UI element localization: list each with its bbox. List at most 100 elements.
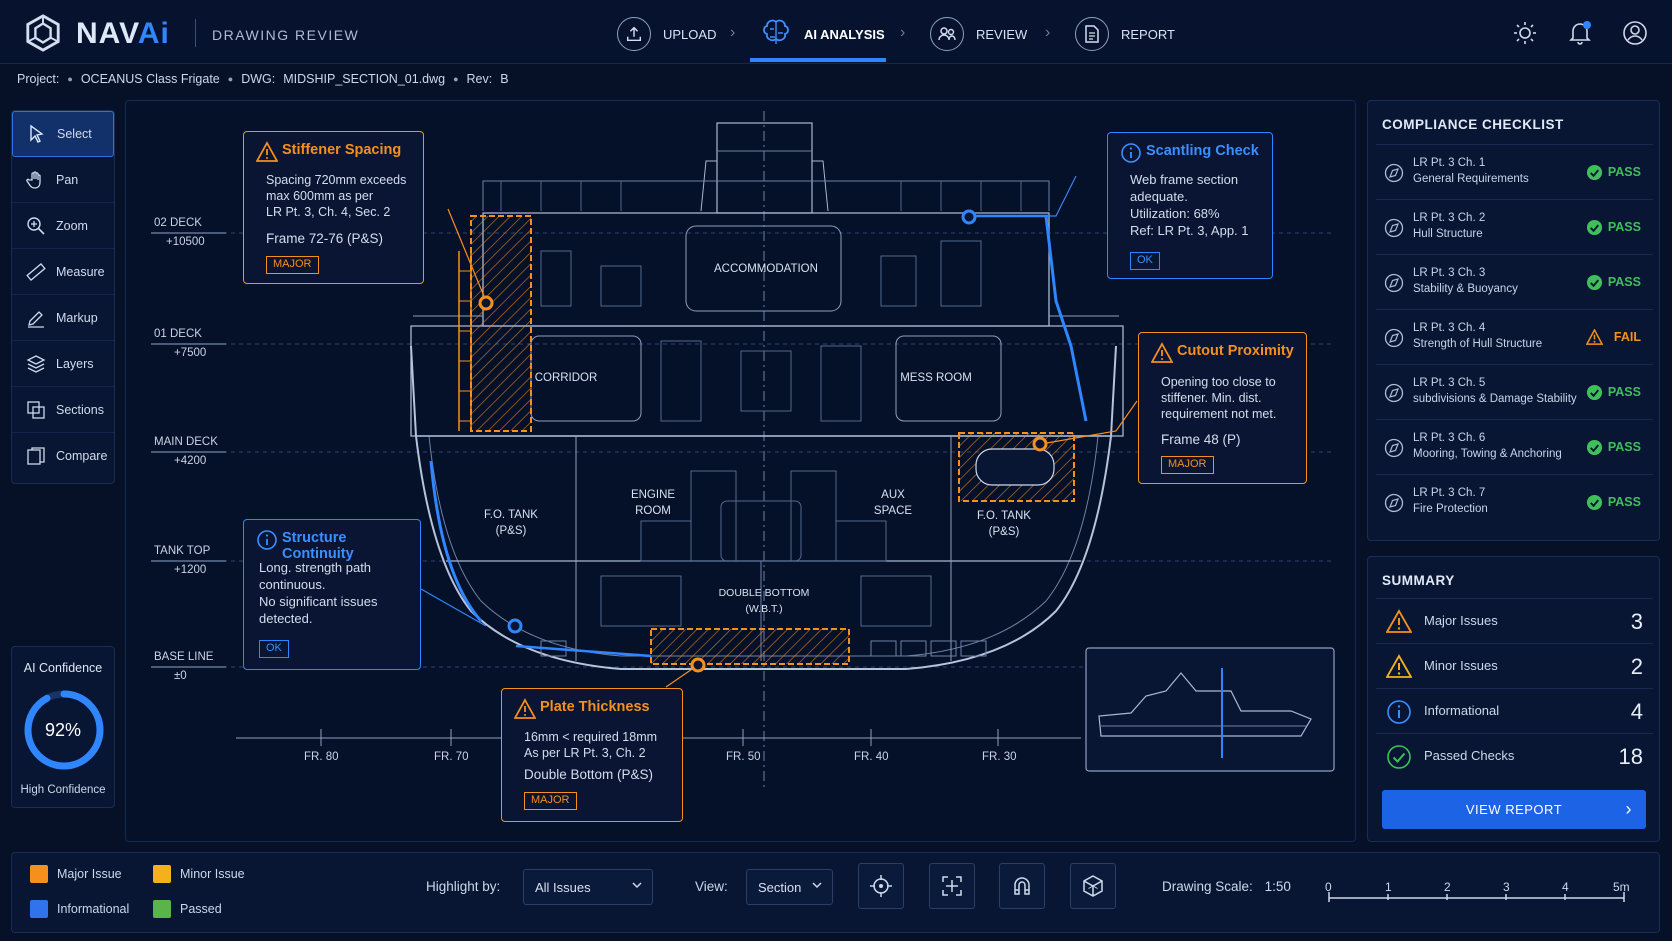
step-ai-analysis-label: AI ANALYSIS [804,26,885,42]
tool-pan[interactable]: Pan [12,157,114,203]
legend-label: Minor Issue [180,867,245,881]
checklist-item[interactable]: LR Pt. 3 Ch. 5 subdivisions & Damage Stab… [1376,364,1653,419]
tool-zoom[interactable]: Zoom [12,203,114,249]
status-badge: PASS [1607,440,1641,454]
frame-label: FR. 70 [434,751,469,763]
chevron-down-icon [812,882,822,889]
severity-badge: MAJOR [266,256,319,274]
tool-layers[interactable]: Layers [12,341,114,387]
scale-tick-label: 3 [1503,880,1510,894]
warning-orange-icon [1386,609,1412,633]
view-label: View: [695,879,728,894]
sun-icon[interactable] [1512,20,1538,46]
highlight-label: Highlight by: [426,879,501,894]
warning-icon [1586,329,1603,345]
scale-bar [1327,883,1627,903]
check-circle-icon [1586,494,1603,511]
space-accommodation: ACCOMMODATION [714,263,818,275]
tool-label: Compare [56,449,108,463]
status-badge: FAIL [1613,330,1641,344]
checklist-name: General Requirements [1413,173,1529,185]
step-report[interactable]: REPORT [1075,14,1175,54]
chevron-down-icon [632,882,642,889]
check-circle-icon [1586,164,1603,181]
legend-swatch [30,900,48,918]
pen-icon [28,310,44,328]
checklist-name: Strength of Hull Structure [1413,338,1543,350]
compass-icon [1384,438,1404,458]
space-corridor: CORRIDOR [534,372,598,384]
info-icon [1121,143,1141,163]
checklist-code: LR Pt. 3 Ch. 3 [1413,267,1486,279]
compass-icon [1384,493,1404,513]
checklist-code: LR Pt. 3 Ch. 1 [1413,157,1486,169]
tool-compare[interactable]: Compare [12,433,114,479]
space-fo-tank-port: F.O. TANK(P&S) [484,509,538,537]
confidence-ring [24,690,104,770]
compass-icon [1384,273,1404,293]
tool-sections[interactable]: Sections [12,387,114,433]
check-circle-icon [1387,745,1411,769]
view-select[interactable]: Section [746,869,833,905]
legend-swatch [30,865,48,883]
bell-icon[interactable] [1567,20,1593,46]
warning-icon [1151,342,1173,363]
check-circle-icon [1586,274,1603,291]
separator-dot: ● [227,74,234,84]
status-badge: PASS [1607,385,1641,399]
callout-structure-continuity[interactable]: Structure Continuity Long. strength path… [243,519,421,670]
status-badge: PASS [1607,275,1641,289]
snap-button[interactable] [999,863,1045,909]
confidence-ring-arc [24,690,104,770]
drawing-canvas[interactable]: 02 DECK+10500 01 DECK+7500 MAIN DECK+420… [125,100,1356,842]
separator-dot: ● [453,74,459,84]
view-report-button[interactable]: VIEW REPORT› [1382,790,1646,829]
tool-measure[interactable]: Measure [12,249,114,295]
tool-label: Sections [56,402,104,417]
active-step-indicator [750,58,886,62]
legend-minor: Minor Issue [153,865,245,883]
scale-tick-label: 1 [1385,880,1392,894]
magnet-icon [1014,877,1030,895]
step-review-label: REVIEW [976,26,1028,42]
checklist-code: LR Pt. 3 Ch. 2 [1413,212,1486,224]
ai-confidence-title: AI Confidence [23,661,103,675]
legend-passed: Passed [153,900,222,918]
separator-dot: ● [67,74,73,84]
status-badge: OK [259,640,289,658]
step-upload[interactable]: UPLOAD [617,14,716,54]
target-button[interactable] [858,863,904,909]
step-ai-analysis[interactable]: AI ANALYSIS [760,14,885,54]
fit-view-button[interactable] [929,863,975,909]
step-review[interactable]: REVIEW [930,14,1027,54]
status-badge: OK [1130,252,1160,270]
deck-label-main: MAIN DECK+4200 [154,436,218,467]
user-icon[interactable] [1622,20,1648,46]
severity-badge: MAJOR [524,792,577,810]
tool-select[interactable]: Select [12,111,114,157]
legend-label: Major Issue [57,867,122,881]
checklist-code: LR Pt. 3 Ch. 5 [1413,377,1486,389]
checklist-name: subdivisions & Damage Stability [1413,393,1577,405]
tool-markup[interactable]: Markup [12,295,114,341]
highlight-select[interactable]: All Issues [523,869,653,905]
warning-icon [256,141,278,162]
3d-view-button[interactable] [1070,863,1116,909]
summary-label: Informational [1424,703,1500,718]
checklist-code: LR Pt. 3 Ch. 7 [1413,487,1486,499]
scale-tick-label: 2 [1444,880,1451,894]
legend-label: Informational [57,902,130,916]
